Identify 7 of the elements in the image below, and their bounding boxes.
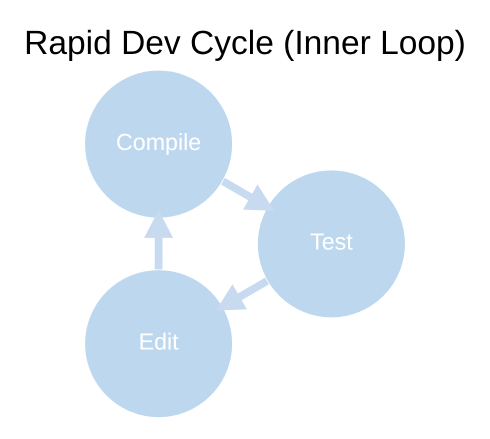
node-circle: Compile: [84, 68, 234, 218]
diagram-title: Rapid Dev Cycle (Inner Loop): [24, 24, 466, 62]
arrow: [216, 277, 269, 310]
node-circle: Edit: [84, 268, 234, 418]
arrow: [144, 210, 174, 269]
node-circle: Test: [256, 168, 406, 318]
arrow: [221, 177, 274, 210]
